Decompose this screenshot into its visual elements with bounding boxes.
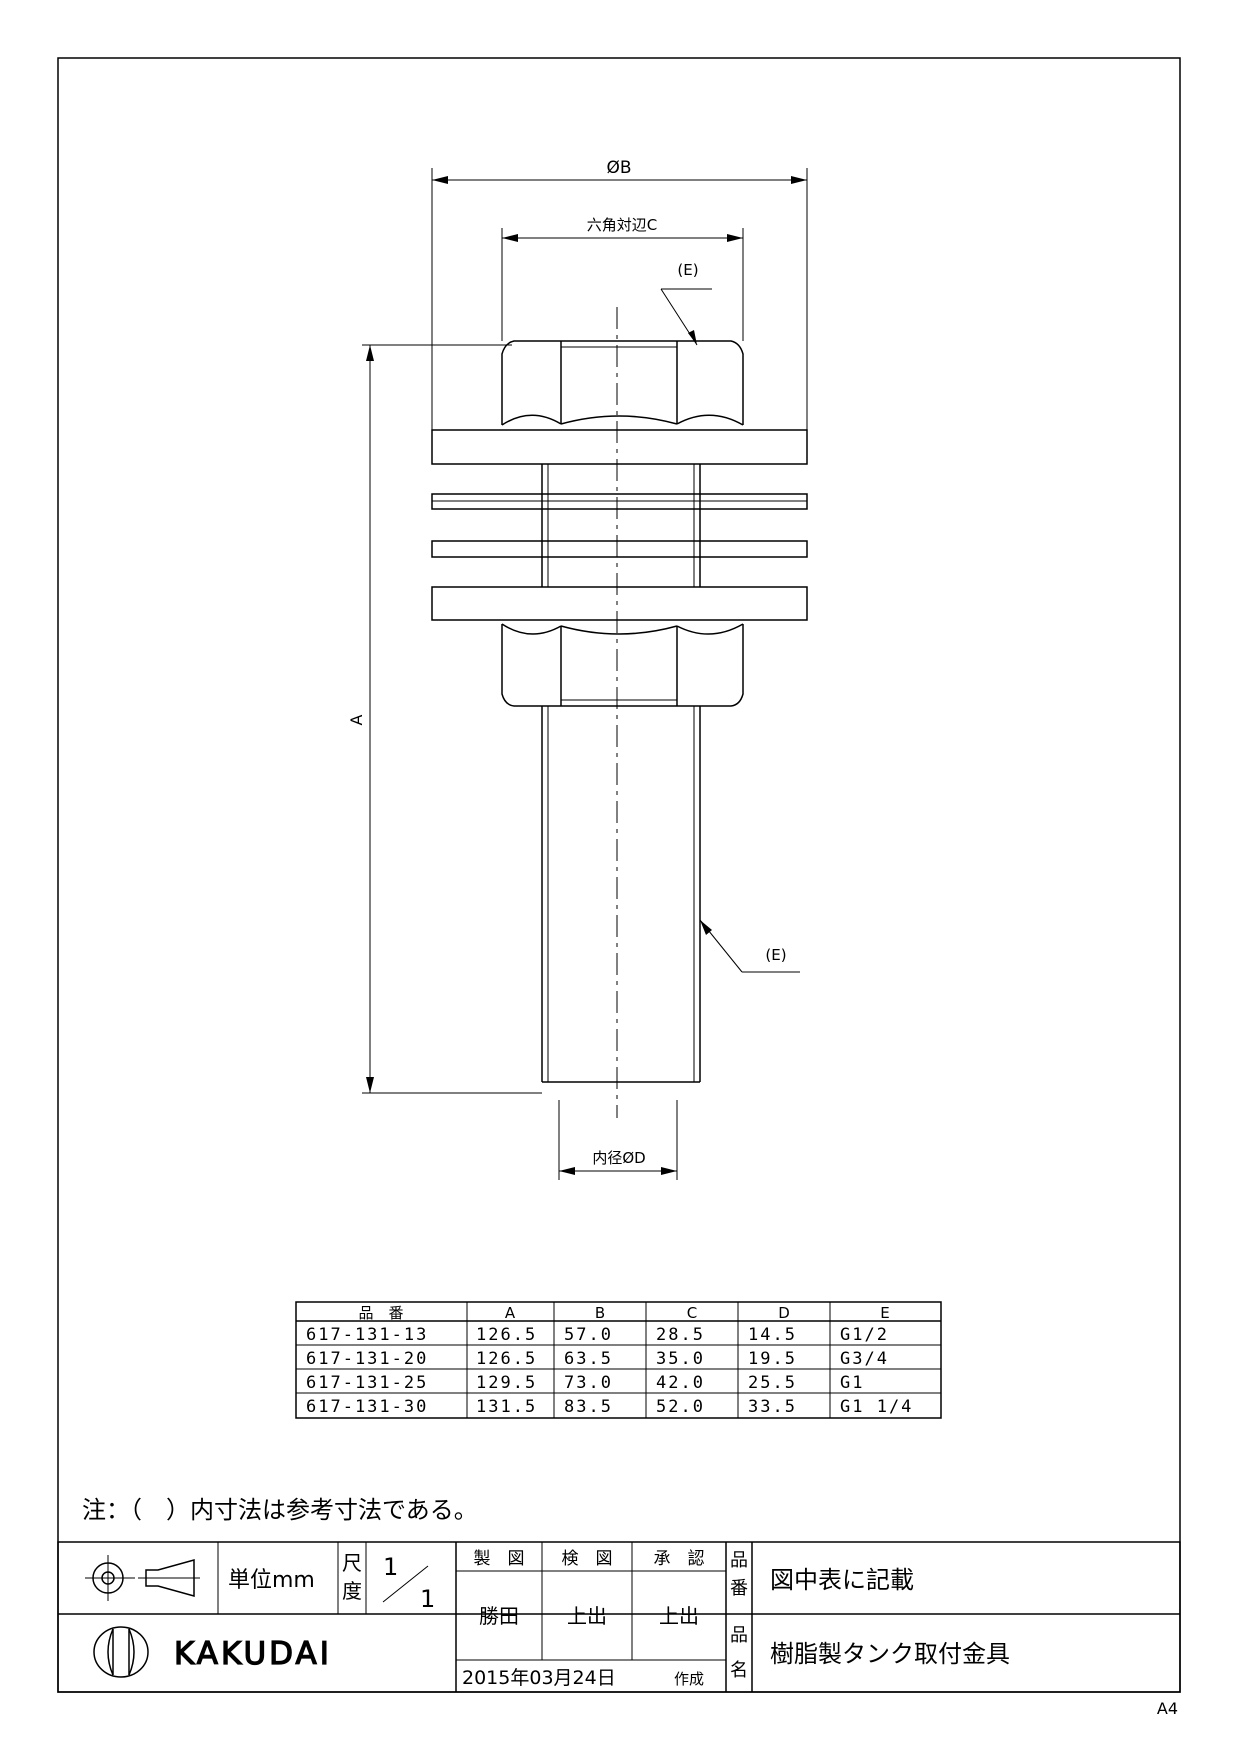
table-cell: 617-131-13 [306, 1325, 428, 1345]
lower-gasket [431, 540, 808, 558]
part-name-label-1: 品 [730, 1625, 748, 1646]
table-header: B [595, 1304, 605, 1322]
part-no-value: 図中表に記載 [770, 1566, 914, 1594]
kakudai-logo: KAKUDAI [93, 1626, 332, 1678]
table-cell: G3/4 [840, 1349, 889, 1369]
table-cell: 617-131-25 [306, 1373, 428, 1393]
top-flange [431, 429, 808, 465]
table-cell: 14.5 [748, 1325, 797, 1345]
checked-by: 上出 [567, 1604, 607, 1628]
leader-e-top: (E) [660, 261, 712, 346]
table-cell: 19.5 [748, 1349, 797, 1369]
part-drawing: ØB 六角対辺C (E) A [347, 158, 808, 1180]
table-header: A [505, 1304, 516, 1322]
table-cell: 63.5 [564, 1349, 613, 1369]
table-cell: 126.5 [476, 1349, 537, 1369]
part-no-label-2: 番 [730, 1578, 748, 1599]
drawn-by: 勝田 [479, 1604, 519, 1628]
top-hex-nut [501, 340, 744, 426]
table-cell: 35.0 [656, 1349, 705, 1369]
drawing-frame [57, 57, 1181, 1693]
part-no-label-1: 品 [730, 1550, 748, 1571]
table-row: 617-131-25 129.5 73.0 42.0 25.5 G1 [306, 1373, 864, 1393]
table-cell: 617-131-20 [306, 1349, 428, 1369]
table-cell: 33.5 [748, 1397, 797, 1417]
table-cell: 129.5 [476, 1373, 537, 1393]
threaded-pipe [541, 706, 701, 1083]
dim-hex-label: 六角対辺C [587, 216, 657, 234]
created-label: 作成 [674, 1670, 704, 1688]
scale-denominator: 1 [420, 1585, 435, 1613]
dimension-a: A [347, 344, 542, 1094]
approved-label: 承 認 [654, 1549, 705, 1569]
dimension-d: 内径ØD [558, 1100, 678, 1180]
dimension-b: ØB [431, 158, 808, 430]
table-cell: G1 1/4 [840, 1397, 913, 1417]
paper-size: A4 [1157, 1699, 1178, 1718]
title-block: 単位mm 尺 度 1 1 製 図 検 図 承 認 勝田 上出 上出 2015年0… [57, 1541, 1181, 1693]
scale-label-2: 度 [342, 1579, 362, 1603]
table-cell: G1/2 [840, 1325, 889, 1345]
table-header: E [880, 1304, 889, 1322]
table-cell: 73.0 [564, 1373, 613, 1393]
scale-numerator: 1 [383, 1553, 398, 1581]
table-cell: 131.5 [476, 1397, 537, 1417]
drawn-label: 製 図 [474, 1549, 525, 1569]
brand-wordmark: KAKUDAI [174, 1636, 332, 1672]
unit-label: 単位mm [228, 1568, 315, 1593]
approved-by: 上出 [659, 1604, 699, 1628]
scale-label-1: 尺 [342, 1551, 362, 1575]
bottom-flange [431, 586, 808, 621]
table-row: 617-131-20 126.5 63.5 35.0 19.5 G3/4 [306, 1349, 889, 1369]
table-row: 617-131-13 126.5 57.0 28.5 14.5 G1/2 [306, 1325, 889, 1345]
table-header: D [778, 1304, 790, 1322]
table-cell: 617-131-30 [306, 1397, 428, 1417]
table-cell: 52.0 [656, 1397, 705, 1417]
dim-e-top-label: (E) [677, 261, 698, 279]
table-cell: G1 [840, 1373, 864, 1393]
checked-label: 検 図 [562, 1549, 613, 1569]
dim-a-label: A [347, 714, 366, 725]
table-cell: 83.5 [564, 1397, 613, 1417]
table-cell: 28.5 [656, 1325, 705, 1345]
table-cell: 42.0 [656, 1373, 705, 1393]
dim-e-side-label: (E) [765, 946, 786, 964]
third-angle-projection-icon [85, 1555, 200, 1601]
dimension-c: 六角対辺C [501, 216, 744, 341]
part-name-label-2: 名 [730, 1660, 748, 1681]
table-header: C [687, 1304, 697, 1322]
leader-e-side: (E) [699, 919, 800, 973]
table-cell: 57.0 [564, 1325, 613, 1345]
table-cell: 126.5 [476, 1325, 537, 1345]
table-cell: 25.5 [748, 1373, 797, 1393]
dim-d-label: 内径ØD [592, 1149, 645, 1167]
part-name-value: 樹脂製タンク取付金具 [770, 1640, 1010, 1668]
bottom-hex-nut [501, 623, 744, 707]
table-header: 品 番 [358, 1304, 403, 1322]
note-text: 注：（ ）内寸法は参考寸法である。 [82, 1496, 478, 1524]
table-row: 617-131-30 131.5 83.5 52.0 33.5 G1 1/4 [306, 1397, 913, 1417]
spec-table: 品 番 A B C D E 617-131-13 126.5 57.0 28.5… [295, 1301, 942, 1419]
dim-b-label: ØB [606, 158, 631, 178]
date-text: 2015年03月24日 [462, 1667, 616, 1689]
